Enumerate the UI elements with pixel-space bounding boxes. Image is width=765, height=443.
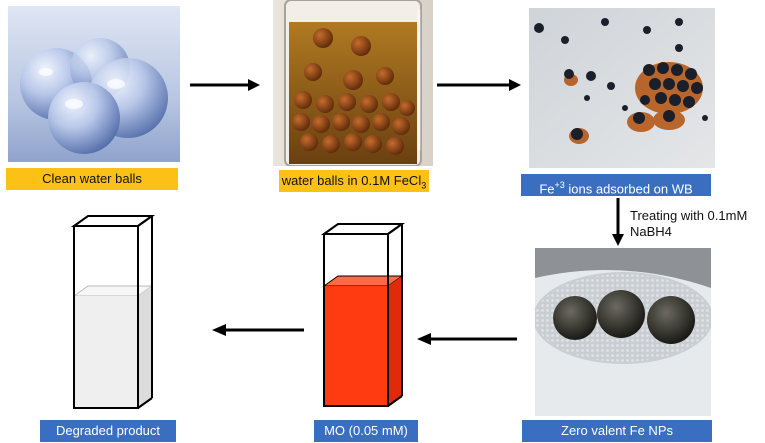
- arrow-down: [612, 198, 624, 246]
- mo-cuvette: [318, 220, 408, 412]
- arrow-right: [437, 79, 521, 91]
- step-label-mo: MO (0.05 mM): [314, 420, 418, 442]
- treatment-line1: Treating with 0.1mM: [630, 208, 748, 223]
- step-label-fecl3: water balls in 0.1M FeCl3: [279, 170, 429, 192]
- step-label-text: water balls in 0.1M FeCl: [281, 173, 422, 188]
- fe-ions-adsorbed-photo: [529, 8, 715, 168]
- arrow-left: [417, 333, 517, 345]
- step-label-text: Degraded product: [55, 423, 161, 438]
- step-label-superscript: +3: [554, 180, 565, 190]
- degraded-cuvette: [64, 210, 160, 414]
- step-label-zero-valent-fe: Zero valent Fe NPs: [522, 420, 712, 442]
- step-label-subscript: 3: [421, 180, 427, 191]
- step-label-clean-water-balls: Clean water balls: [6, 168, 178, 190]
- step-label-tail: ions adsorbed on WB: [564, 181, 693, 197]
- step-label-degraded: Degraded product: [40, 420, 176, 442]
- step-label-text: Fe: [539, 181, 555, 197]
- step-label-text: Clean water balls: [42, 171, 142, 186]
- arrow-left: [212, 324, 304, 336]
- step-label-text: Zero valent Fe NPs: [561, 423, 673, 438]
- zero-valent-fe-photo: [535, 248, 711, 416]
- clean-water-balls-photo: [8, 6, 180, 162]
- step-label-fe-ions: Fe+3 ions adsorbed on WB: [521, 174, 711, 196]
- arrow-right: [190, 79, 260, 91]
- treatment-line2: NaBH4: [630, 224, 672, 239]
- fecl3-beaker-photo: [273, 0, 433, 166]
- treatment-note: Treating with 0.1mM NaBH4: [630, 208, 760, 240]
- step-label-text: MO (0.05 mM): [324, 423, 408, 438]
